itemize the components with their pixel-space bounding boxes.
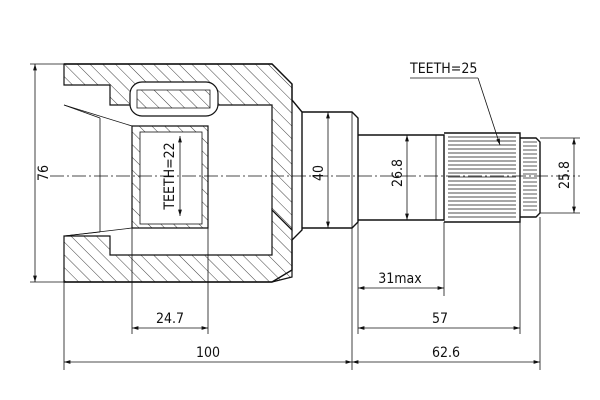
end-teeth <box>523 141 537 211</box>
dim-inner-teeth: TEETH=22 <box>162 136 182 216</box>
stem-length-label: 62.6 <box>432 345 460 361</box>
dim-shaft-length: 57 <box>357 222 521 334</box>
dim-overall-height: 76 <box>30 63 64 283</box>
housing-dia-label: 40 <box>311 165 327 181</box>
inner-width-label: 24.7 <box>156 311 184 327</box>
dim-spline-dia: 25.8 <box>540 137 580 214</box>
dim-shaft-dia: 26.8 <box>390 135 409 220</box>
inner-teeth-label: TEETH=22 <box>162 142 178 210</box>
dim-max-length: 31max <box>357 222 445 296</box>
total-length-label: 100 <box>196 345 220 361</box>
neck <box>302 111 359 229</box>
dim-housing-dia: 40 <box>311 112 330 228</box>
shaft <box>358 134 445 221</box>
shaft-dia-label: 26.8 <box>390 159 406 187</box>
spline-dia-label: 25.8 <box>557 161 573 189</box>
teeth-outer-label: TEETH=25 <box>409 61 477 77</box>
spline <box>444 132 541 223</box>
overall-height-label: 76 <box>36 165 52 181</box>
max-length-label: 31max <box>378 271 422 287</box>
dim-teeth-outer: TEETH=25 <box>409 61 501 146</box>
shaft-length-label: 57 <box>432 311 448 327</box>
dim-total-length: 100 62.6 <box>63 217 541 370</box>
dim-inner-width: 24.7 <box>131 228 209 334</box>
inner-race <box>63 81 219 237</box>
spline-teeth <box>448 136 516 218</box>
